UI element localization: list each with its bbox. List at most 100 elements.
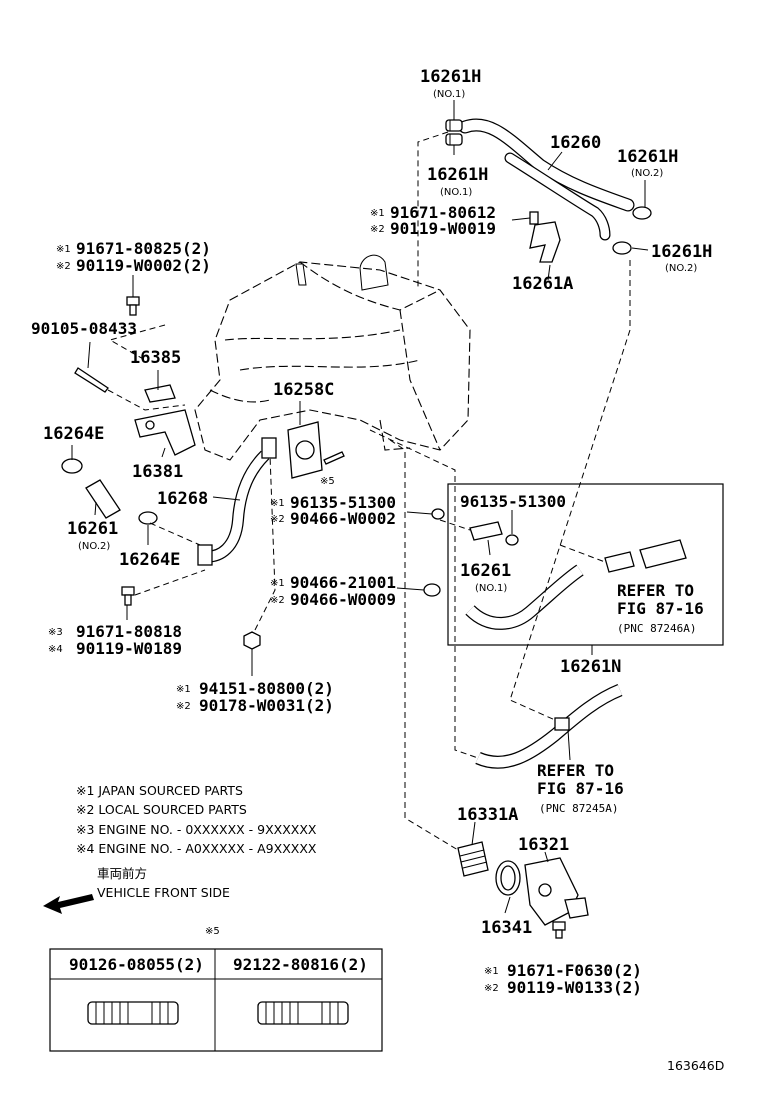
label-refer2-l2: FIG 87-16 [537,779,624,798]
label-16261N: 16261N [560,657,621,677]
label-90119-W0189: 90119-W0189 [76,639,182,658]
label-16258C: 16258C [273,380,334,400]
label-refer2-l3: (PNC 87245A) [539,802,618,815]
label-90119-W0019: 90119-W0019 [390,219,496,238]
label-16261-left-sub: (NO.2) [78,541,110,552]
mark-b1-b: ※2 [370,224,385,235]
label-16261A: 16261A [512,274,573,294]
clip-96135-51300-box [505,534,519,546]
hose-clamp-no2-right2 [612,241,632,255]
mark-c4-b: ※2 [176,701,191,712]
label-box-16261: 16261 [460,561,511,581]
mark-c1-b: ※2 [270,514,285,525]
stud-col1-icon [87,1001,179,1025]
label-box-96135-51300: 96135-51300 [460,492,566,511]
hose-16261-no2 [85,479,121,519]
bolt-91671-F0630 [552,921,566,939]
label-90466-W0002: 90466-W0002 [290,509,396,528]
label-16261H-right-sub: (NO.2) [631,168,663,179]
stud-col1-label: 90126-08055(2) [69,955,204,974]
mark-b1-a: ※1 [370,208,385,219]
label-16341: 16341 [481,918,532,938]
stud-mark-5 [323,451,345,465]
plate-16385 [144,384,176,403]
label-91671-F0630: 91671-F0630(2) [507,961,642,980]
label-90119-W0133: 90119-W0133(2) [507,978,642,997]
label-16385: 16385 [130,348,181,368]
label-16321: 16321 [518,835,569,855]
mark-c5-a: ※1 [484,966,499,977]
note-3: ※3 ENGINE NO. - 0XXXXXX - 9XXXXXX [76,822,317,837]
label-16261H-mid: 16261H [427,165,488,185]
label-90466-21001: 90466-21001 [290,573,396,592]
bolt-90105-08433 [74,367,109,393]
detail-box [447,483,724,646]
mark-c1-a: ※1 [270,498,285,509]
legend-notes: ※1 JAPAN SOURCED PARTS ※2 LOCAL SOURCED … [76,783,317,856]
stud-col2-icon [257,1001,349,1025]
part-labels: 16261H (NO.1) 16260 16261H (NO.2) 16261H… [31,67,712,997]
mark-c2-a: ※1 [270,578,285,589]
label-16381: 16381 [132,462,183,482]
front-jp: 車両前方 [97,866,147,881]
hose-16261-no1 [469,521,503,541]
note-1: ※1 JAPAN SOURCED PARTS [76,783,243,798]
hose-bracket-16261A [529,211,561,263]
water-pipe-16268 [197,437,277,566]
bolt-91671-80825 [126,296,140,316]
engine-block-outline [194,254,471,461]
label-16261-left: 16261 [67,519,118,539]
label-16264E-top: 16264E [43,424,104,444]
label-16261H-mid-sub: (NO.1) [440,187,472,198]
label-96135-51300: 96135-51300 [290,493,396,512]
label-90178-W0031: 90178-W0031(2) [199,696,334,715]
label-refer1-l2: FIG 87-16 [617,599,704,618]
label-16261H-right2-sub: (NO.2) [665,263,697,274]
nut-94151-80800 [243,631,261,650]
bolt-91671-80818 [121,586,135,606]
label-16268: 16268 [157,489,208,509]
vehicle-front-indicator: 車両前方 VEHICLE FRONT SIDE [43,866,230,914]
front-en: VEHICLE FRONT SIDE [97,885,230,900]
label-16264E-bottom: 16264E [119,550,180,570]
note-4: ※4 ENGINE NO. - A0XXXXX - A9XXXXX [76,841,317,856]
label-16260: 16260 [550,133,601,153]
mark-c2-b: ※2 [270,595,285,606]
mark-c3-a: ※3 [48,627,63,638]
label-refer1-l3: (PNC 87246A) [617,622,696,635]
note-2: ※2 LOCAL SOURCED PARTS [76,802,247,817]
gasket-16258C [287,421,323,479]
thermostat-16331A [457,841,489,877]
label-91671-80825: 91671-80825(2) [76,239,211,258]
label-refer1-l1: REFER TO [617,581,694,600]
gasket-16341 [495,860,521,896]
clamp-16264E-top [61,458,83,474]
water-inlet-16321 [524,857,589,926]
mark-c5-b: ※2 [484,983,499,994]
hose-clamp-no2-right [632,206,652,220]
label-16261H-right2: 16261H [651,242,712,262]
leader-lines [71,100,649,914]
label-16261H-top-sub: (NO.1) [433,89,465,100]
label-90105-08433: 90105-08433 [31,319,137,338]
mark-c3-b: ※4 [48,644,63,655]
label-91671-80818: 91671-80818 [76,622,182,641]
label-box-16261-sub: (NO.1) [475,583,507,594]
mark-b2-b: ※2 [56,261,71,272]
bracket-16381 [134,409,196,456]
label-90119-W0002: 90119-W0002(2) [76,256,211,275]
label-91671-80612: 91671-80612 [390,203,496,222]
label-refer2-l1: REFER TO [537,761,614,780]
mark-b2-a: ※1 [56,244,71,255]
diagram-id: 163646D [667,1058,724,1073]
label-mark5: ※5 [320,476,335,487]
stud-table-mark: ※5 [205,926,220,937]
clip-90466-21001 [423,583,441,597]
stud-table: ※5 90126-08055(2) 92122-80816(2) [49,926,383,1052]
arrow-left-icon [43,894,94,914]
clip-96135-51300-left [431,508,445,520]
label-90466-W0009: 90466-W0009 [290,590,396,609]
clamp-16264E-bottom [138,511,158,525]
label-16261H-top: 16261H [420,67,481,87]
